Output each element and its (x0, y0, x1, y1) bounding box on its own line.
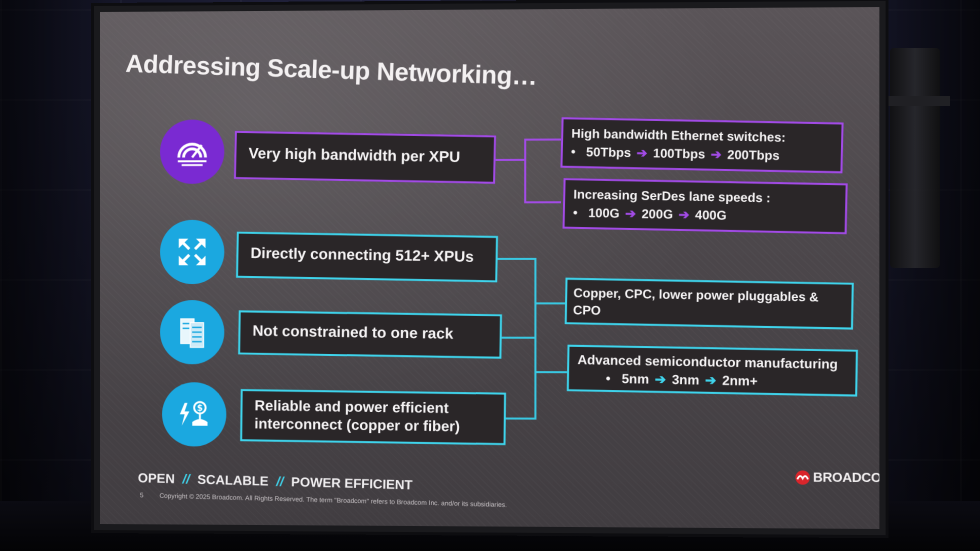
connector-line (506, 417, 537, 419)
tag-separator: // (272, 474, 288, 489)
bullet: • (606, 371, 611, 386)
right-arrow-icon: ➔ (676, 208, 691, 222)
bullet: • (571, 145, 576, 159)
switch-speed-200: 200Tbps (727, 148, 780, 163)
connecting-xpus-box: Directly connecting 512+ XPUs (236, 232, 498, 283)
power-efficient-box: Reliable and power efficient interconnec… (240, 389, 506, 445)
bullet: • (573, 206, 578, 220)
stage-light-bar (870, 96, 950, 106)
page-number: 5 (140, 492, 158, 499)
connector-line (524, 139, 526, 204)
copyright-text: Copyright © 2025 Broadcom. All Rights Re… (159, 493, 507, 509)
tag-separator: // (178, 471, 194, 486)
serdes-speeds-box: Increasing SerDes lane speeds : • 100G ➔… (563, 178, 848, 234)
power-plant-icon: $ (162, 382, 226, 446)
broadcom-logo: BROADCOM (795, 469, 879, 485)
switch-speed-100: 100Tbps (653, 146, 705, 161)
semiconductor-box: Advanced semiconductor manufacturing • 5… (567, 345, 858, 397)
projected-slide: Addressing Scale-up Networking… Very hig… (100, 7, 879, 529)
node-3nm: 3nm (672, 372, 700, 388)
bandwidth-per-xpu-box: Very high bandwidth per XPU (234, 131, 496, 184)
expand-arrows-icon (160, 220, 224, 284)
slide-title: Addressing Scale-up Networking… (125, 50, 538, 92)
node-5nm: 5nm (622, 371, 650, 387)
speedometer-icon (160, 120, 224, 184)
tag-open: OPEN (138, 470, 175, 486)
ethernet-switches-values: • 50Tbps ➔ 100Tbps ➔ 200Tbps (571, 143, 841, 167)
right-arrow-icon: ➔ (653, 372, 669, 387)
stage-light-rig (890, 48, 940, 268)
rack-constraint-box: Not constrained to one rack (238, 310, 502, 358)
connector-line (534, 258, 536, 420)
connector-line (534, 302, 565, 304)
power-efficient-label-line2: interconnect (copper or fiber) (254, 415, 503, 437)
serdes-speed-400g: 400G (695, 208, 727, 223)
serdes-speeds-values: • 100G ➔ 200G ➔ 400G (573, 204, 845, 228)
broadcom-mark-icon (795, 470, 809, 484)
server-racks-icon (160, 300, 224, 364)
right-arrow-icon: ➔ (634, 146, 649, 160)
connector-line (524, 139, 561, 141)
connecting-xpus-label: Directly connecting 512+ XPUs (250, 245, 474, 266)
connector-line (496, 159, 525, 161)
right-arrow-icon: ➔ (709, 147, 724, 162)
connector-line (498, 258, 535, 260)
broadcom-wordmark: BROADCOM (813, 470, 879, 486)
footer-tagline: OPEN // SCALABLE // POWER EFFICIENT (138, 470, 413, 492)
bandwidth-per-xpu-label: Very high bandwidth per XPU (248, 145, 460, 166)
connector-line (524, 201, 561, 203)
copper-cpo-box: Copper, CPC, lower power pluggables & CP… (565, 278, 854, 330)
node-2nm: 2nm+ (722, 373, 758, 389)
right-arrow-icon: ➔ (703, 372, 719, 388)
ethernet-switches-box: High bandwidth Ethernet switches: • 50Tb… (560, 117, 843, 173)
tag-scalable: SCALABLE (197, 472, 269, 489)
copyright-line: 5 Copyright © 2025 Broadcom. All Rights … (140, 492, 507, 509)
serdes-speed-100g: 100G (588, 206, 620, 221)
connector-line (502, 337, 535, 339)
switch-speed-50: 50Tbps (586, 145, 631, 160)
connector-line (534, 371, 567, 373)
right-arrow-icon: ➔ (623, 207, 638, 221)
rack-constraint-label: Not constrained to one rack (252, 323, 453, 343)
tag-power-efficient: POWER EFFICIENT (291, 474, 413, 492)
svg-text:$: $ (197, 404, 203, 414)
serdes-speed-200g: 200G (641, 207, 673, 222)
